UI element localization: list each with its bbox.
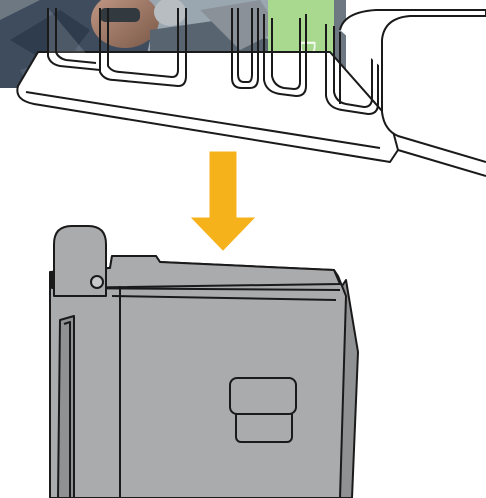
device: [49, 225, 359, 498]
device-button-cap: [229, 377, 297, 415]
down-arrow-icon: [190, 151, 256, 251]
tray-drawing: [16, 8, 486, 177]
tray-slot-3: [231, 8, 259, 89]
tray-slot-1: [47, 8, 101, 71]
device-side-slot: [57, 315, 75, 498]
tray-slot-5: [325, 24, 379, 115]
tray-cable: [397, 149, 486, 177]
device-hinge-screw-icon: [90, 275, 104, 289]
device-top-bar: [51, 255, 341, 289]
tray-slot-4: [263, 14, 307, 97]
tray-end-cap: [339, 9, 486, 163]
tray-slot-2: [99, 8, 187, 87]
